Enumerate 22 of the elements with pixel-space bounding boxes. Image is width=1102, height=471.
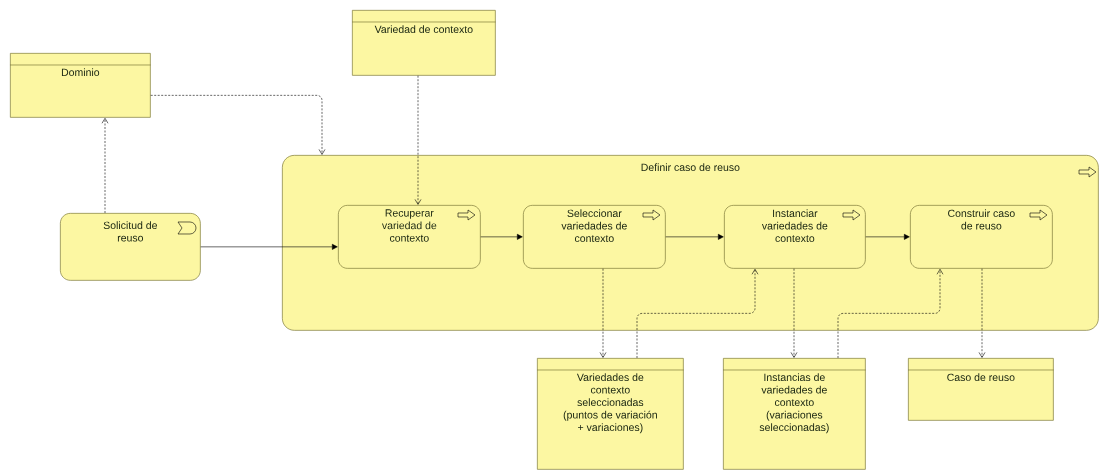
event-box: Solicitud de reuso <box>60 213 201 281</box>
arrow <box>101 118 109 214</box>
business-object-box: Instancias de variedades de contexto (variaciones seleccionadas) <box>722 358 867 470</box>
arrow <box>150 95 326 155</box>
arrow <box>414 75 422 205</box>
arrow <box>837 268 944 359</box>
arrow <box>636 268 759 359</box>
arrow <box>790 268 798 358</box>
arrow <box>200 243 338 250</box>
business-object-box: Variedad de contexto <box>351 10 497 76</box>
arrow <box>599 268 607 358</box>
process-box: Recuperar variedad de contexto <box>338 205 481 269</box>
arrow <box>665 233 724 240</box>
arrow <box>865 233 910 240</box>
business-object-box: Dominio <box>9 53 152 118</box>
process-box: Instanciar variedades de contexto <box>724 205 866 269</box>
business-object-box: Caso de reuso <box>907 358 1055 421</box>
process-box: Seleccionar variedades de contexto <box>523 205 666 269</box>
arrow <box>978 268 986 358</box>
business-object-box: Variedades de contexto seleccionadas (puntos de variación + variaciones) <box>536 358 685 470</box>
process-box: Construir caso de reuso <box>910 205 1053 269</box>
arrow <box>480 233 523 240</box>
